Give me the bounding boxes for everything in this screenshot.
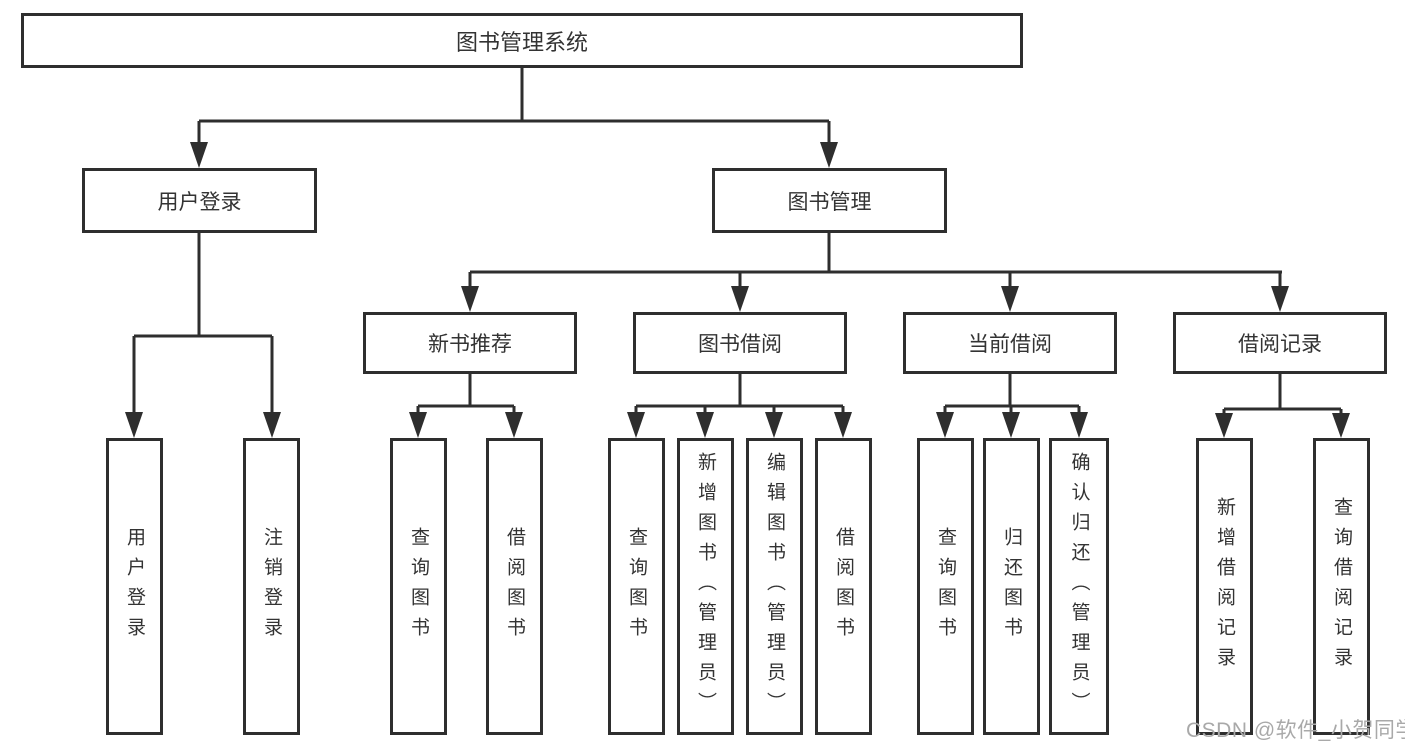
- leaf-confirm-return-admin: 确认归还（管理员）: [1049, 438, 1109, 735]
- leaf-user-login: 用户登录: [106, 438, 163, 735]
- node-label: 用户登录: [124, 526, 145, 647]
- leaf-edit-book-admin: 编辑图书（管理员）: [746, 438, 803, 735]
- node-label: 图书管理系统: [455, 29, 588, 55]
- arrowheads: [125, 142, 1350, 438]
- node-label: 确认归还（管理员）: [1068, 451, 1090, 722]
- node-label: 借阅图书: [833, 526, 854, 647]
- node-label: 当前借阅: [968, 333, 1052, 356]
- leaf-query-borrow-record: 查询借阅记录: [1313, 438, 1370, 735]
- leaf-return-book: 归还图书: [983, 438, 1040, 735]
- node-label: 查询借阅记录: [1331, 496, 1352, 677]
- node-current-borrow: 当前借阅: [903, 312, 1117, 374]
- node-label: 借阅记录: [1238, 333, 1322, 356]
- node-label: 查询图书: [626, 526, 647, 647]
- leaf-borrow-book: 借阅图书: [815, 438, 872, 735]
- node-label: 图书管理: [787, 190, 872, 214]
- node-label: 借阅图书: [504, 526, 525, 647]
- leaf-add-book-admin: 新增图书（管理员）: [677, 438, 734, 735]
- leaf-query-book-recommend: 查询图书: [390, 438, 447, 735]
- node-book-management: 图书管理: [712, 168, 947, 233]
- leaf-logout: 注销登录: [243, 438, 300, 735]
- node-user-login: 用户登录: [82, 168, 317, 233]
- node-label: 新增借阅记录: [1214, 496, 1235, 677]
- leaf-query-book-borrow: 查询图书: [608, 438, 665, 735]
- leaf-query-book-current: 查询图书: [917, 438, 974, 735]
- node-label: 编辑图书（管理员）: [764, 451, 785, 722]
- node-label: 归还图书: [1001, 526, 1022, 647]
- leaf-borrow-book-recommend: 借阅图书: [486, 438, 543, 735]
- node-label: 查询图书: [935, 526, 956, 647]
- node-library-management-system: 图书管理系统: [21, 13, 1023, 68]
- node-borrow-records: 借阅记录: [1173, 312, 1387, 374]
- node-label: 用户登录: [157, 190, 242, 214]
- node-label: 查询图书: [408, 526, 429, 647]
- node-new-book-recommend: 新书推荐: [363, 312, 577, 374]
- node-label: 注销登录: [261, 526, 282, 647]
- leaf-add-borrow-record: 新增借阅记录: [1196, 438, 1253, 735]
- node-label: 图书借阅: [698, 333, 782, 356]
- node-label: 新书推荐: [428, 333, 512, 356]
- node-label: 新增图书（管理员）: [695, 451, 716, 722]
- node-book-borrow: 图书借阅: [633, 312, 847, 374]
- csdn-watermark: CSDN @软件_小贺同学: [1186, 719, 1405, 742]
